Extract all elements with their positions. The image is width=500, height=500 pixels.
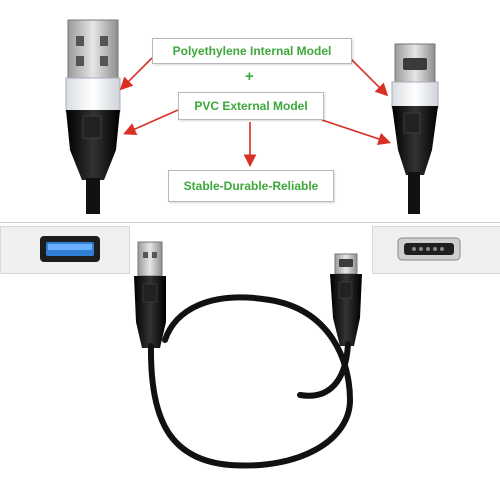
plus-sign: +: [245, 68, 254, 85]
usb-a-port-icon: [40, 236, 100, 262]
usb-a-connector-closeup: [65, 19, 121, 214]
external-model-label: PVC External Model: [178, 92, 324, 120]
result-label: Stable-Durable-Reliable: [168, 170, 334, 202]
internal-model-label: Polyethylene Internal Model: [152, 38, 352, 64]
micro-b-port-icon: [397, 237, 461, 261]
section-divider: [0, 222, 500, 223]
usb-cable-full: [134, 241, 362, 469]
micro-b-connector-closeup: [391, 43, 439, 214]
annotation-arrows: [119, 57, 392, 168]
